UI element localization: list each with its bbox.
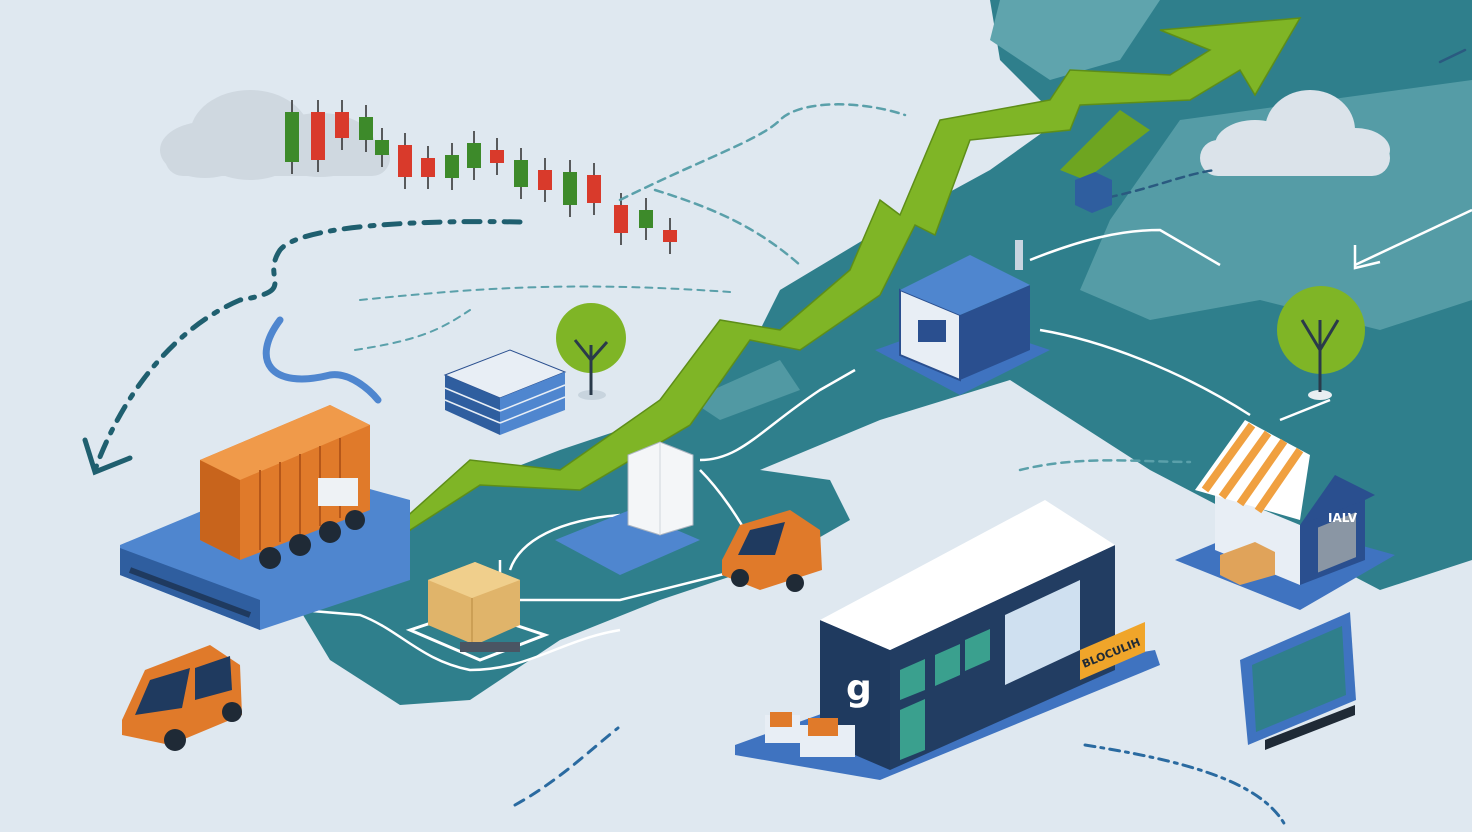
- candlestick-chart: [285, 100, 677, 254]
- delivery-carts: [765, 712, 855, 757]
- container-truck: [120, 405, 410, 630]
- candle-body: [359, 117, 373, 140]
- cloud-icon-right: [1200, 90, 1390, 176]
- retail-store: g BLOCULIH: [735, 500, 1160, 780]
- growth-arrow: [344, 17, 1302, 573]
- candle-body: [311, 112, 325, 160]
- shop-with-awning: IALV: [1175, 420, 1395, 610]
- delivery-van-center: [722, 510, 822, 592]
- shop-sign: IALV: [1328, 511, 1358, 525]
- store-logo: g: [846, 668, 872, 709]
- candle-body: [421, 158, 435, 177]
- candle-body: [614, 205, 628, 233]
- flow-lines: [299, 208, 1472, 672]
- candle-body: [639, 210, 653, 228]
- candle-body: [335, 112, 349, 138]
- candle-body: [538, 170, 552, 190]
- delivery-van-bottom-left: [122, 645, 242, 751]
- candle-body: [587, 175, 601, 203]
- warehouse-building: [875, 240, 1050, 395]
- tree-icon-left: [556, 303, 626, 400]
- candle-body: [375, 140, 389, 155]
- candle-body: [663, 230, 677, 242]
- dashed-flow-arrows: [82, 48, 1467, 827]
- tree-icon-right: [1277, 286, 1365, 400]
- candle-body: [285, 112, 299, 162]
- stacked-pallets: [443, 349, 567, 435]
- candle-body: [445, 155, 459, 178]
- monitor-screen: [1240, 612, 1356, 750]
- package-box-white: [555, 441, 700, 575]
- candle-body: [490, 150, 504, 163]
- cardboard-boxes-pallet: [405, 562, 550, 662]
- candle-body: [398, 145, 412, 177]
- swoosh: [262, 316, 382, 404]
- candle-body: [563, 172, 577, 205]
- cube-icon: [1075, 172, 1112, 213]
- candle-body: [514, 160, 528, 187]
- candle-body: [467, 143, 481, 168]
